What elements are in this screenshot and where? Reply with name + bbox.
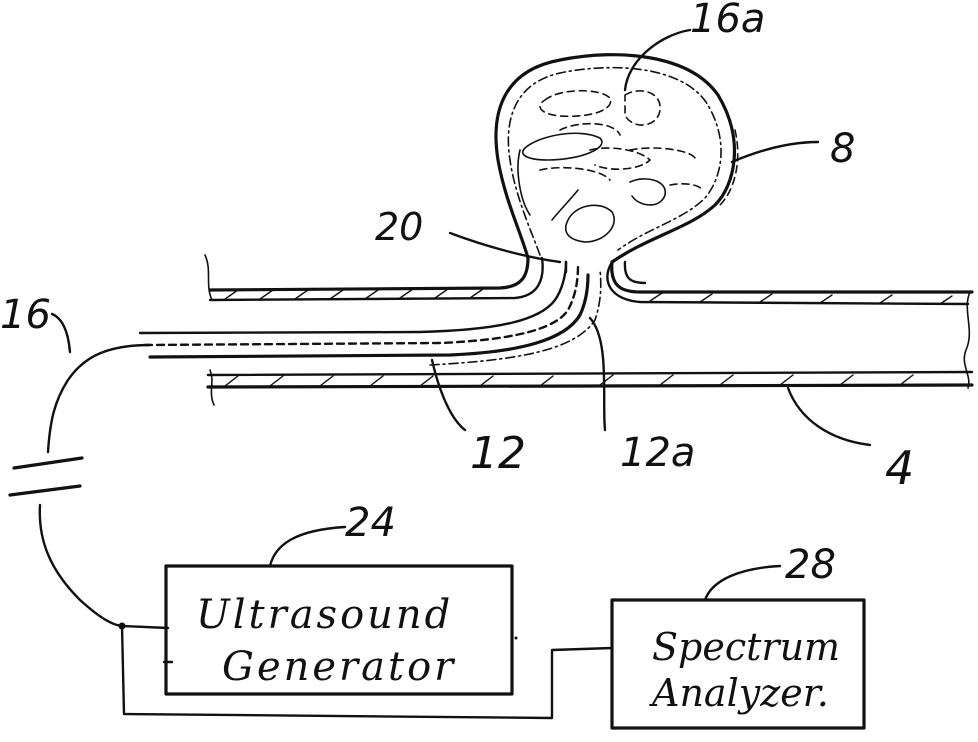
analyzer-label-line2: Analyzer. [649,671,829,715]
generator-label-line2: Generator [222,644,456,690]
ref-16: 16 [0,292,51,338]
ref-24: 24 [345,500,396,546]
leader-lines [52,30,870,600]
ref-16a: 16a [690,0,765,42]
ref-8: 8 [830,126,855,172]
ref-28: 28 [785,542,836,588]
ref-20: 20 [375,205,423,249]
generator-label-line1: Ultrasound [196,592,453,638]
ref-12: 12 [470,428,526,479]
ref-12a: 12a [620,430,695,476]
aneurysm [496,55,738,262]
analyzer-label-line1: Spectrum [652,625,840,669]
ref-4: 4 [885,441,914,495]
